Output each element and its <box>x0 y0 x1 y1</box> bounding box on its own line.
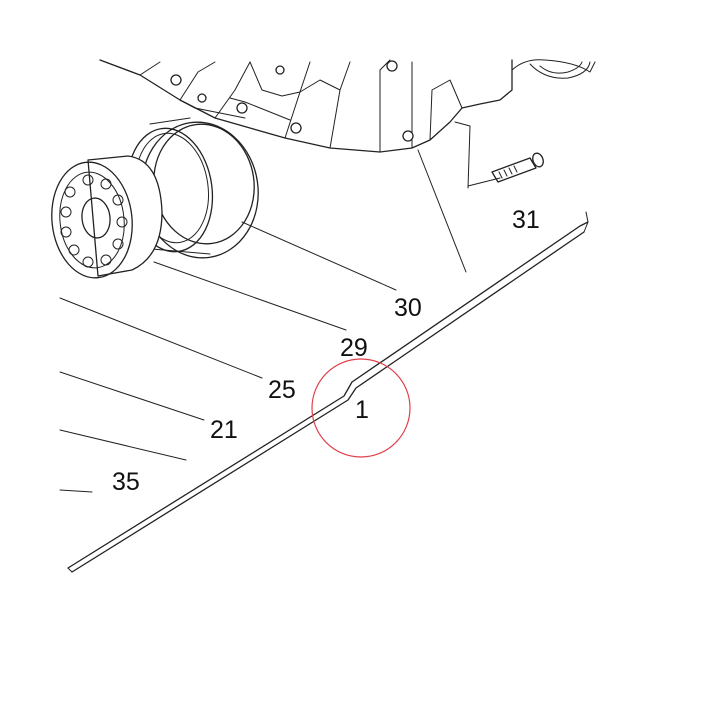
leader-line-housing <box>417 149 467 273</box>
callout-35: 35 <box>112 468 140 496</box>
callout-25: 25 <box>268 376 296 404</box>
callout-29: 29 <box>340 334 368 362</box>
gasket-part <box>59 211 589 573</box>
callout-1: 1 <box>355 396 369 424</box>
leader-lines <box>59 149 501 461</box>
callout-30: 30 <box>394 294 422 322</box>
callout-31: 31 <box>512 206 540 234</box>
housing-casting <box>99 59 596 189</box>
bolt-part <box>491 152 544 183</box>
leader-line-35 <box>59 429 187 461</box>
leader-line-21 <box>59 371 205 421</box>
leader-line-31 <box>467 177 501 187</box>
leader-line-29 <box>153 261 347 331</box>
leader-line-25 <box>59 297 263 379</box>
highlight-circle <box>311 358 411 458</box>
callout-21: 21 <box>210 416 238 444</box>
leader-line-30 <box>241 221 397 291</box>
roller-bearing-part <box>51 155 163 279</box>
